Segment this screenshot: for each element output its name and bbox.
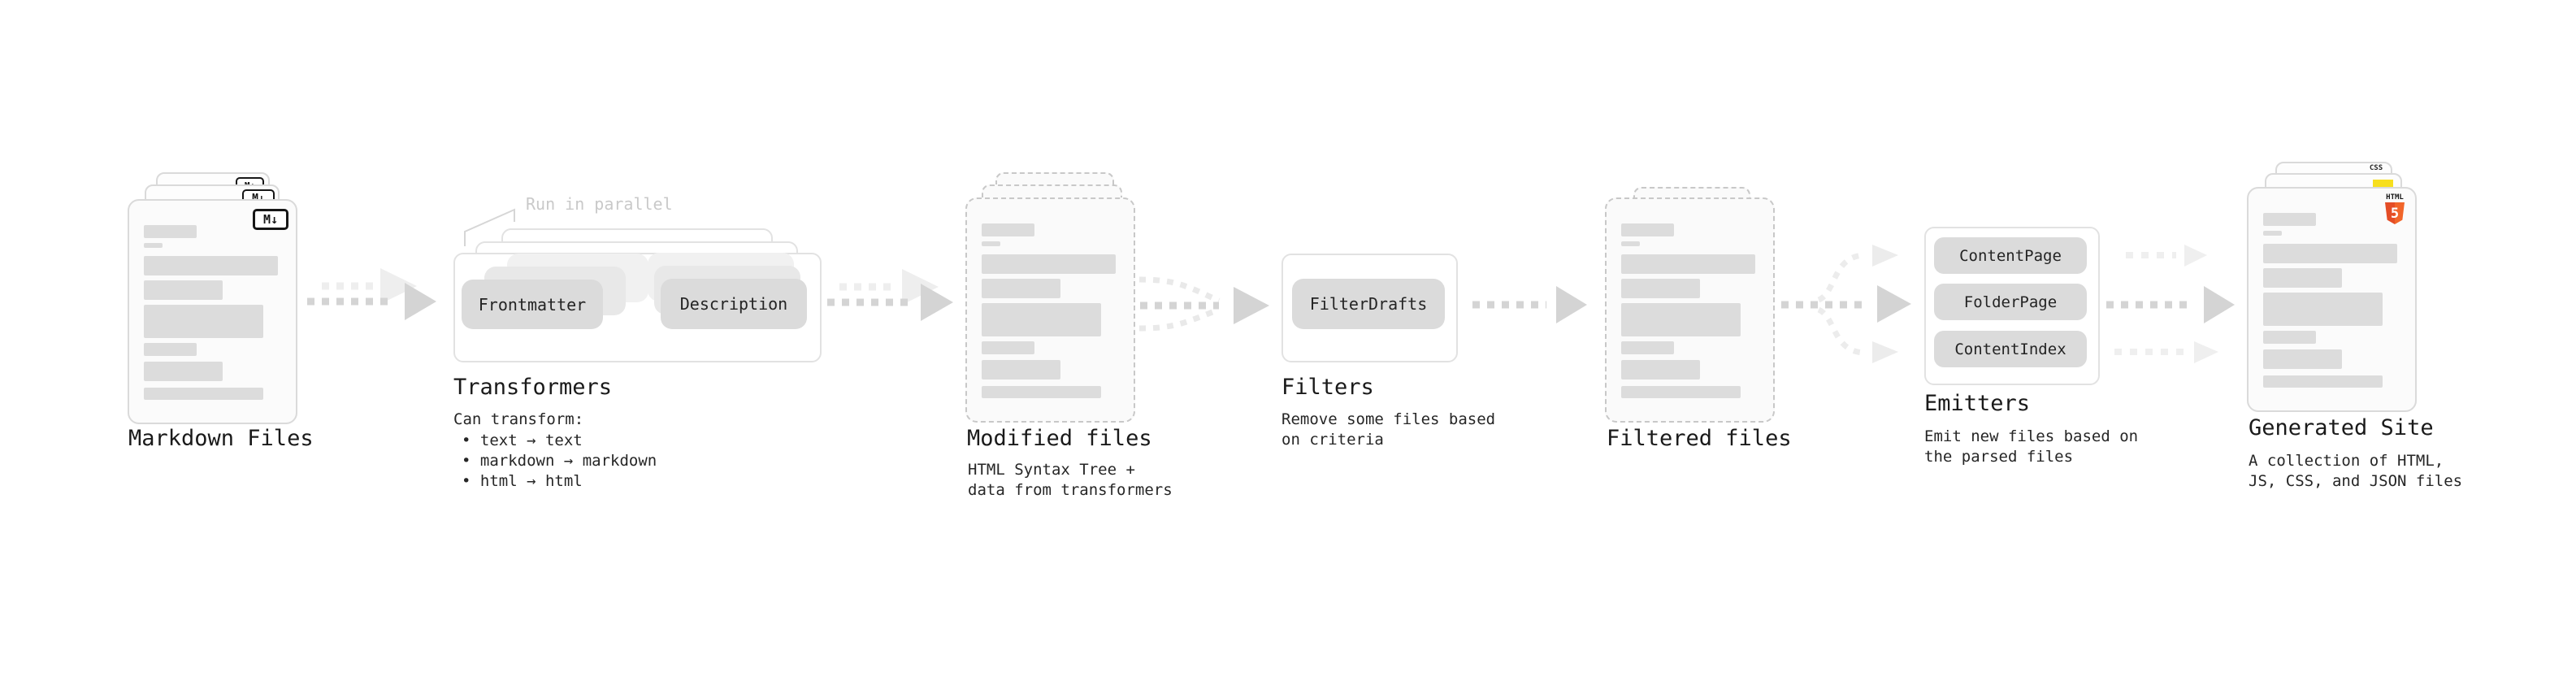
contentpage-pill: ContentPage [1934,237,2087,274]
transformers-bullet: • text → text [462,432,583,449]
modified-files-desc: HTML Syntax Tree + [968,461,1135,479]
skeleton-line [144,388,263,400]
transformers-bullet: • markdown → markdown [462,452,657,470]
markdown-icon: M↓ [253,209,288,230]
arrow-markdown-to-transformers [307,268,436,320]
stage-label-filtered-files: Filtered files [1607,426,1792,451]
transformers-bullet: • html → html [462,472,583,490]
skeleton-line [144,225,197,238]
skeleton-line [144,305,263,338]
modified-file-card [965,197,1135,423]
arrow-modified-to-filters [1138,276,1269,332]
skeleton-line [2263,349,2342,369]
arrow-transformers-to-modified [827,269,953,321]
skeleton-line [1621,360,1700,380]
emitters-desc: the parsed files [1924,448,2074,466]
skeleton-line [982,279,1060,298]
skeleton-line [982,303,1101,336]
skeleton-line [144,362,223,381]
stage-label-modified-files: Modified files [967,426,1152,451]
skeleton-line [1621,386,1741,398]
stage-label-generated-site: Generated Site [2249,415,2434,440]
skeleton-line [144,343,197,356]
filterdrafts-pill: FilterDrafts [1292,279,1445,329]
skeleton-line [1621,303,1741,336]
modified-files-desc: data from transformers [968,481,1173,499]
skeleton-line [982,254,1116,274]
skeleton-line [1621,241,1640,246]
generated-site-desc: JS, CSS, and JSON files [2249,472,2463,490]
skeleton-line [144,243,163,248]
skeleton-line [2263,293,2383,326]
description-pill: Description [661,279,807,329]
skeleton-line [2263,213,2316,226]
transformers-intro: Can transform: [453,410,584,428]
contentindex-pill: ContentIndex [1934,331,2087,367]
stage-label-filters: Filters [1281,375,1374,400]
stage-label-emitters: Emitters [1924,391,2031,416]
filtered-file-card [1605,197,1775,423]
markdown-file-card: M↓ [128,199,297,424]
skeleton-line [982,386,1101,398]
run-in-parallel-label: Run in parallel [526,194,673,214]
generated-site-desc: A collection of HTML, [2249,452,2444,470]
stage-label-transformers: Transformers [453,375,613,400]
skeleton-line [982,360,1060,380]
frontmatter-pill: Frontmatter [462,280,603,329]
stage-label-markdown-files: Markdown Files [128,426,314,451]
arrow-emitters-to-site [2106,245,2235,363]
run-in-parallel-leader-line [464,208,515,246]
skeleton-line [2263,375,2383,388]
html5-icon-number: 5 [2390,205,2400,222]
css-icon-label: CSS [2369,164,2383,172]
skeleton-line [2263,268,2342,288]
folderpage-pill: FolderPage [1934,284,2087,320]
skeleton-line [2263,331,2316,344]
skeleton-line [1621,254,1755,274]
skeleton-line [1621,279,1700,298]
emitters-desc: Emit new files based on [1924,427,2139,445]
skeleton-line [982,341,1034,354]
skeleton-line [2263,231,2282,236]
arrow-filtered-to-emitters [1781,245,1911,363]
skeleton-line [144,280,223,300]
skeleton-line [1621,223,1674,236]
skeleton-line [982,223,1034,236]
html5-icon-label: HTML [2386,193,2404,202]
skeleton-line [1621,341,1674,354]
skeleton-line [144,256,278,275]
html5-icon: HTML 5 [2384,194,2405,224]
filters-desc: Remove some files based [1281,410,1496,428]
arrow-filters-to-filtered [1472,286,1587,323]
site-file-card: HTML 5 [2247,187,2417,412]
filters-desc: on criteria [1281,431,1384,449]
html5-icon-shield: 5 [2385,202,2405,224]
skeleton-line [2263,244,2397,263]
skeleton-line [982,241,1000,246]
